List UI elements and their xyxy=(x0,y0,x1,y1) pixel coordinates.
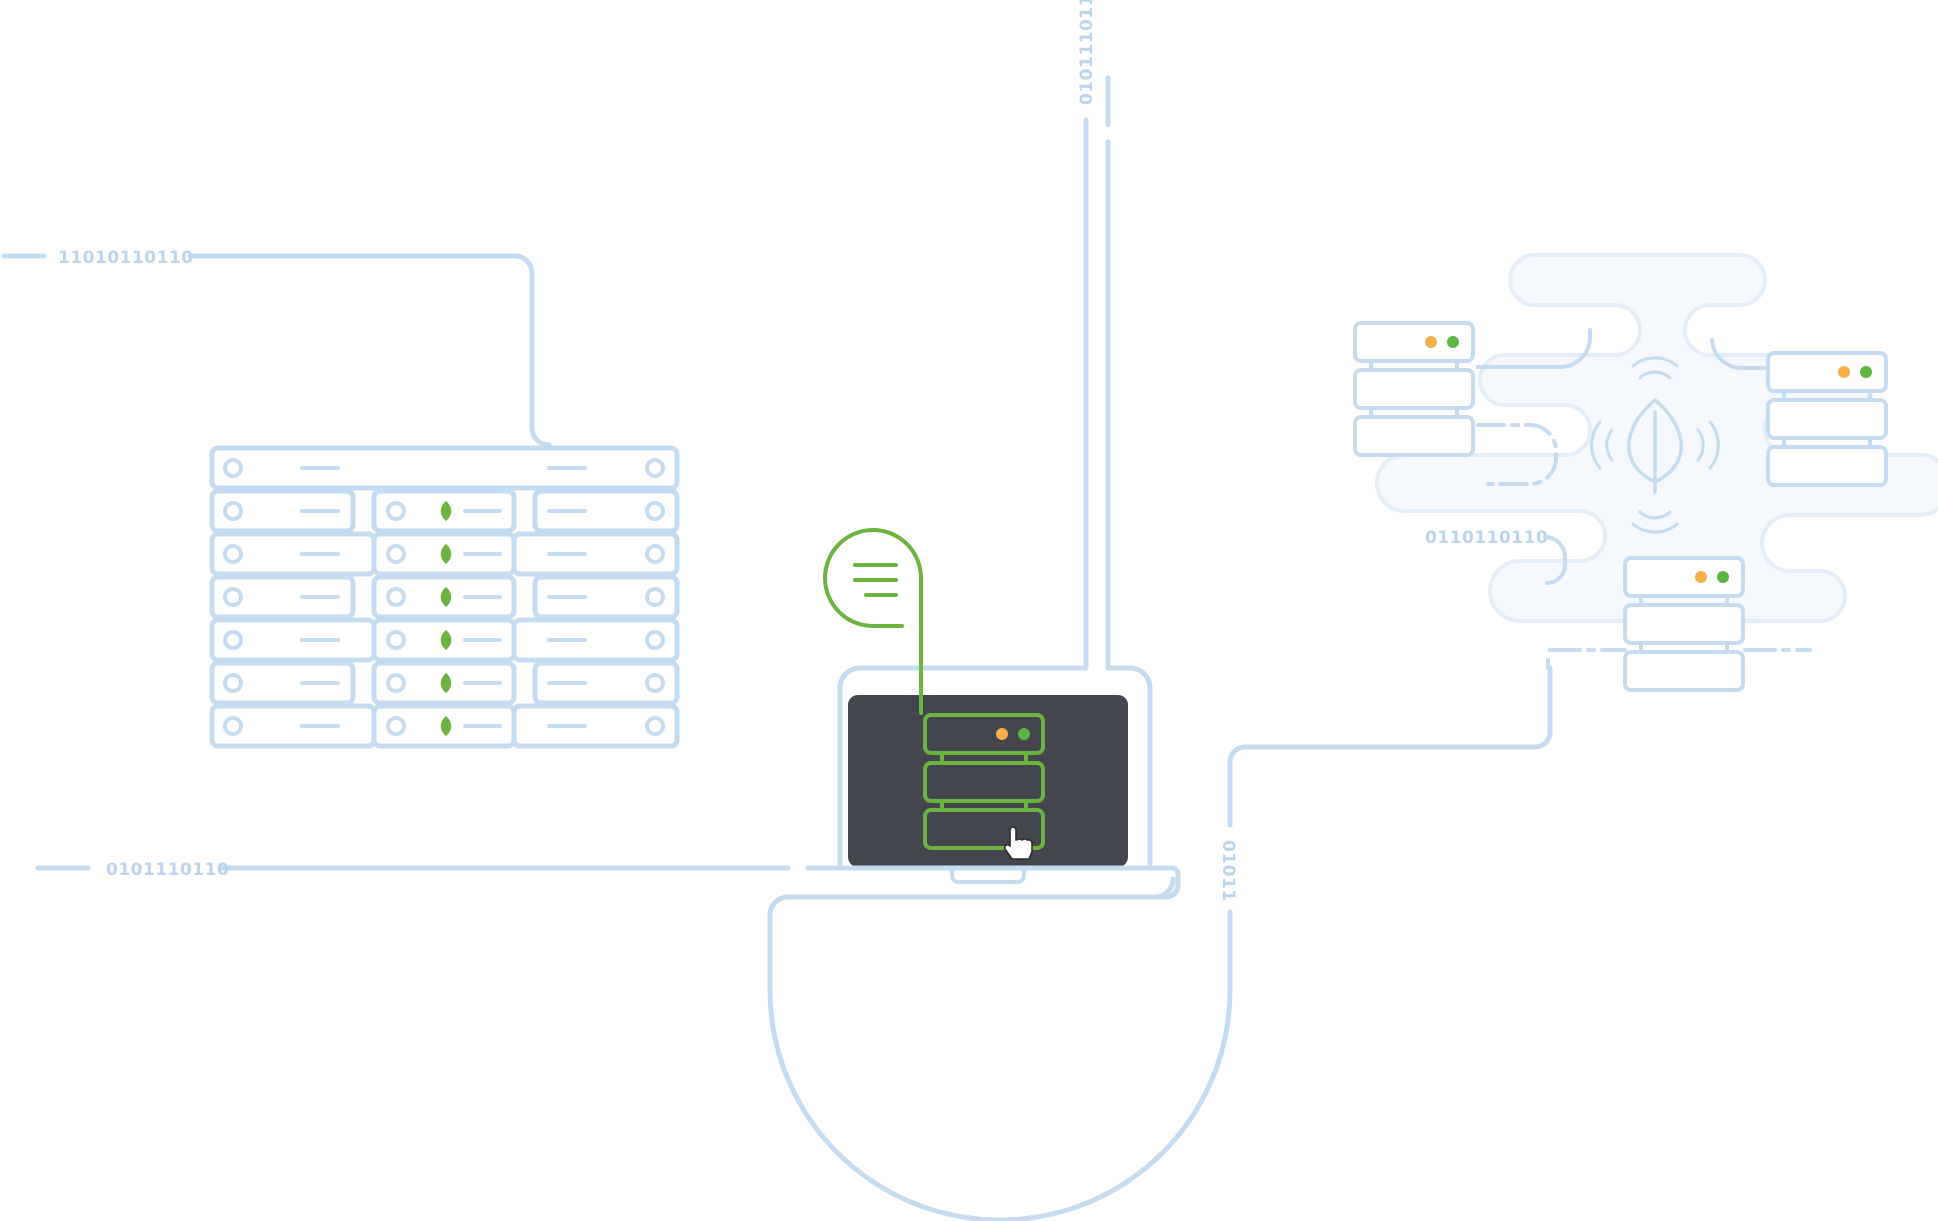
rack-led xyxy=(223,630,243,650)
cloud-servers xyxy=(1353,321,1888,692)
rack-row xyxy=(532,488,680,534)
cloud-server-1 xyxy=(1353,321,1475,457)
mongodb-leaf-icon xyxy=(440,673,452,693)
rack-row xyxy=(511,617,680,663)
rack-led xyxy=(223,587,243,607)
mongodb-leaf-icon xyxy=(440,716,452,736)
rack-row xyxy=(209,445,680,491)
rack-led xyxy=(645,544,665,564)
status-dot-green xyxy=(1018,728,1030,740)
rack-row xyxy=(209,617,377,663)
rack-row xyxy=(371,574,517,620)
rack-led xyxy=(223,716,243,736)
mongodb-leaf-icon xyxy=(440,501,452,521)
server-rack-left xyxy=(209,445,680,749)
server-unit xyxy=(1766,398,1888,440)
status-dot-green xyxy=(1447,336,1459,348)
rack-row xyxy=(209,703,377,749)
cloud-server-3 xyxy=(1623,556,1745,692)
cloud-links xyxy=(1476,328,1812,670)
mongodb-leaf-icon xyxy=(440,630,452,650)
status-dot-orange xyxy=(996,728,1008,740)
server-unit xyxy=(1766,445,1888,487)
server-unit xyxy=(1353,415,1475,457)
rack-led xyxy=(386,630,406,650)
mongodb-leaf-icon xyxy=(440,544,452,564)
rack-row xyxy=(209,531,377,577)
rack-led xyxy=(645,501,665,521)
laptop-icon xyxy=(820,695,1181,900)
server-unit xyxy=(1353,368,1475,410)
server-unit xyxy=(1623,650,1745,692)
mongodb-leaf-icon xyxy=(440,587,452,607)
server-unit xyxy=(1353,321,1475,363)
rack-led xyxy=(645,458,665,478)
mongodb-leaf-icon xyxy=(1627,397,1683,494)
line-right-b xyxy=(767,894,1233,1221)
rack-led xyxy=(645,716,665,736)
wireless-signal-icon xyxy=(1590,356,1720,534)
rack-led xyxy=(645,673,665,693)
status-dot-orange xyxy=(1838,366,1850,378)
rack-row xyxy=(532,660,680,706)
rack-led xyxy=(386,716,406,736)
rack-led xyxy=(223,458,243,478)
rack-row xyxy=(209,660,356,706)
rack-row xyxy=(511,531,680,577)
status-dot-orange xyxy=(1695,571,1707,583)
server-unit xyxy=(1623,556,1745,598)
binary-labels: 11010110110 0101110110 0101110110 01011 … xyxy=(58,0,1548,902)
rack-led xyxy=(386,587,406,607)
rack-row xyxy=(371,660,517,706)
active-server-icon[interactable] xyxy=(923,713,1045,850)
chat-bubble-icon[interactable] xyxy=(823,528,923,715)
status-dot-green xyxy=(1860,366,1872,378)
rack-led xyxy=(386,501,406,521)
binary-label-left-bottom: 0101110110 xyxy=(106,860,229,880)
hand-pointer-icon xyxy=(1003,826,1033,860)
rack-led xyxy=(223,501,243,521)
rack-led xyxy=(223,673,243,693)
rack-row xyxy=(209,488,356,534)
cloud-server-2 xyxy=(1766,351,1888,487)
laptop-notch xyxy=(950,870,1026,884)
rack-led xyxy=(645,630,665,650)
line-left-top-b xyxy=(187,253,552,448)
status-dot-orange xyxy=(1425,336,1437,348)
line-right xyxy=(1227,665,1553,828)
rack-led xyxy=(386,673,406,693)
server-unit xyxy=(1623,603,1745,645)
laptop-screen xyxy=(848,695,1128,867)
rack-led xyxy=(223,544,243,564)
rack-row xyxy=(532,574,680,620)
line-vertical-top-b xyxy=(837,117,1089,871)
laptop-base xyxy=(820,865,1181,900)
binary-label-left-top: 11010110110 xyxy=(58,248,194,268)
status-dot-green xyxy=(1717,571,1729,583)
binary-label-vertical-top: 0101110110 xyxy=(1077,0,1097,105)
binary-label-cloud: 0110110110 xyxy=(1425,528,1548,548)
connection-lines xyxy=(1,75,1553,1221)
rack-row xyxy=(511,703,680,749)
rack-led xyxy=(645,587,665,607)
line-vertical-top-c xyxy=(1105,139,1153,871)
server-unit xyxy=(1766,351,1888,393)
rack-row xyxy=(371,488,517,534)
rack-row xyxy=(209,574,356,620)
binary-label-vertical-right: 01011 xyxy=(1218,840,1238,902)
rack-led xyxy=(386,544,406,564)
